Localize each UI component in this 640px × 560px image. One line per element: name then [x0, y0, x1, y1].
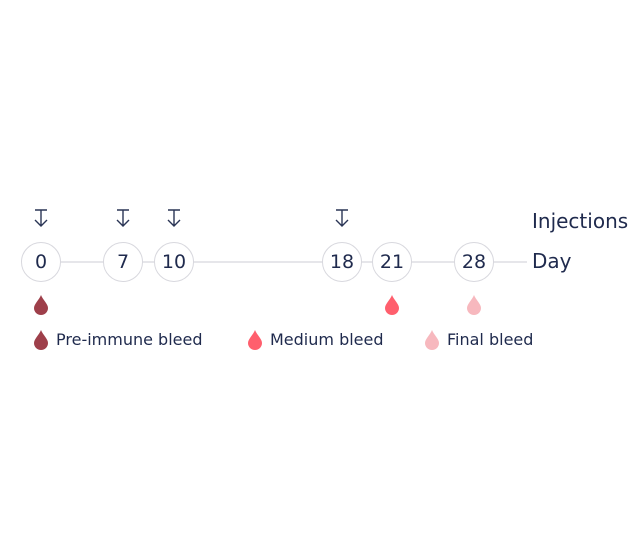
legend-drop-icon [425, 330, 439, 354]
legend-drop-icon [248, 330, 262, 354]
injection-arrow-icon [115, 209, 131, 231]
legend-drop-icon [34, 330, 48, 354]
day-value: 18 [329, 251, 355, 273]
day-label: Day [532, 249, 572, 273]
injection-arrow-icon [33, 209, 49, 231]
blood-drop-icon [467, 295, 481, 319]
day-marker: 28 [454, 242, 494, 282]
day-value: 21 [379, 251, 405, 273]
day-marker: 21 [372, 242, 412, 282]
legend-label: Pre-immune bleed [56, 330, 203, 349]
injection-arrow-icon [334, 209, 350, 231]
day-marker: 10 [154, 242, 194, 282]
day-value: 28 [461, 251, 487, 273]
injection-arrow-icon [166, 209, 182, 231]
day-marker: 7 [103, 242, 143, 282]
legend-label: Final bleed [447, 330, 534, 349]
legend-label: Medium bleed [270, 330, 384, 349]
day-value: 10 [161, 251, 187, 273]
day-marker: 0 [21, 242, 61, 282]
timeline-line [41, 261, 527, 263]
blood-drop-icon [34, 295, 48, 319]
day-marker: 18 [322, 242, 362, 282]
blood-drop-icon [385, 295, 399, 319]
injections-label: Injections [532, 209, 629, 233]
day-value: 0 [34, 251, 48, 273]
day-value: 7 [116, 251, 130, 273]
